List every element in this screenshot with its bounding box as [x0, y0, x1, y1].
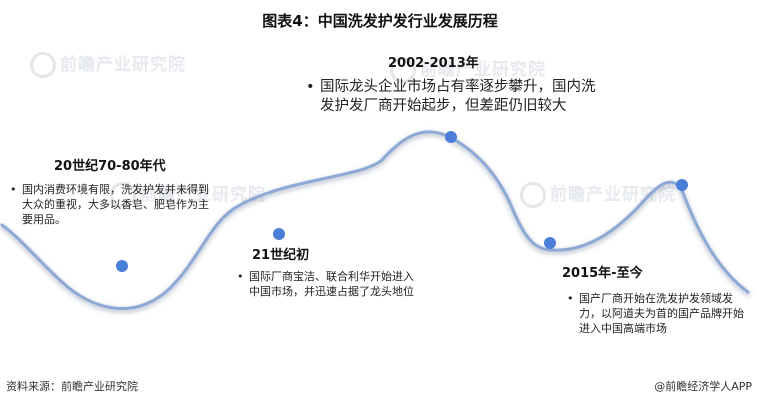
milestone-description-text: 国际龙头企业市场占有率逐步攀升，国内洗发护发厂商开始起步，但差距仍旧较大 [306, 78, 596, 116]
milestone-description: 国际厂商宝洁、联合利华开始进入中国市场，并迅速占据了龙头地位 [237, 269, 415, 299]
chart-title: 图表4：中国洗发护发行业发展历程 [262, 12, 498, 30]
milestone-description-text: 国内消费环境有限，洗发护发并未得到大众的重视，大多以香皂、肥皂作为主要用品。 [10, 182, 215, 227]
milestone-description: 国内消费环境有限，洗发护发并未得到大众的重视，大多以香皂、肥皂作为主要用品。 [10, 182, 215, 227]
milestone-dot [116, 260, 128, 272]
milestone-description: 国际龙头企业市场占有率逐步攀升，国内洗发护发厂商开始起步，但差距仍旧较大 [306, 78, 596, 116]
milestone-period: 21世纪初 [252, 248, 310, 263]
source-note: 资料来源：前瞻产业研究院 [6, 380, 138, 393]
milestone-period: 2015年-至今 [562, 266, 643, 281]
milestone-dot [544, 237, 556, 249]
timeline-curve-shadow [0, 131, 751, 313]
watermark-logo: 前瞻产业研究院 [30, 50, 186, 78]
milestone-dot [273, 228, 285, 240]
milestone-description-text: 国产厂商开始在洗发护发领域发力，以阿道夫为首的国产品牌开始进入中国高端市场 [567, 291, 753, 336]
milestone-dot [445, 131, 457, 143]
milestone-description-text: 国际厂商宝洁、联合利华开始进入中国市场，并迅速占据了龙头地位 [237, 269, 415, 299]
milestone-period: 20世纪70-80年代 [54, 159, 166, 174]
credit-note: @前瞻经济学人APP [654, 380, 752, 393]
watermark-icon [30, 52, 56, 78]
milestone-description: 国产厂商开始在洗发护发领域发力，以阿道夫为首的国产品牌开始进入中国高端市场 [567, 291, 753, 336]
watermark-icon [520, 182, 546, 208]
milestone-period: 2002-2013年 [388, 56, 479, 71]
timeline-curve-line [0, 130, 750, 310]
milestone-dot [676, 179, 688, 191]
